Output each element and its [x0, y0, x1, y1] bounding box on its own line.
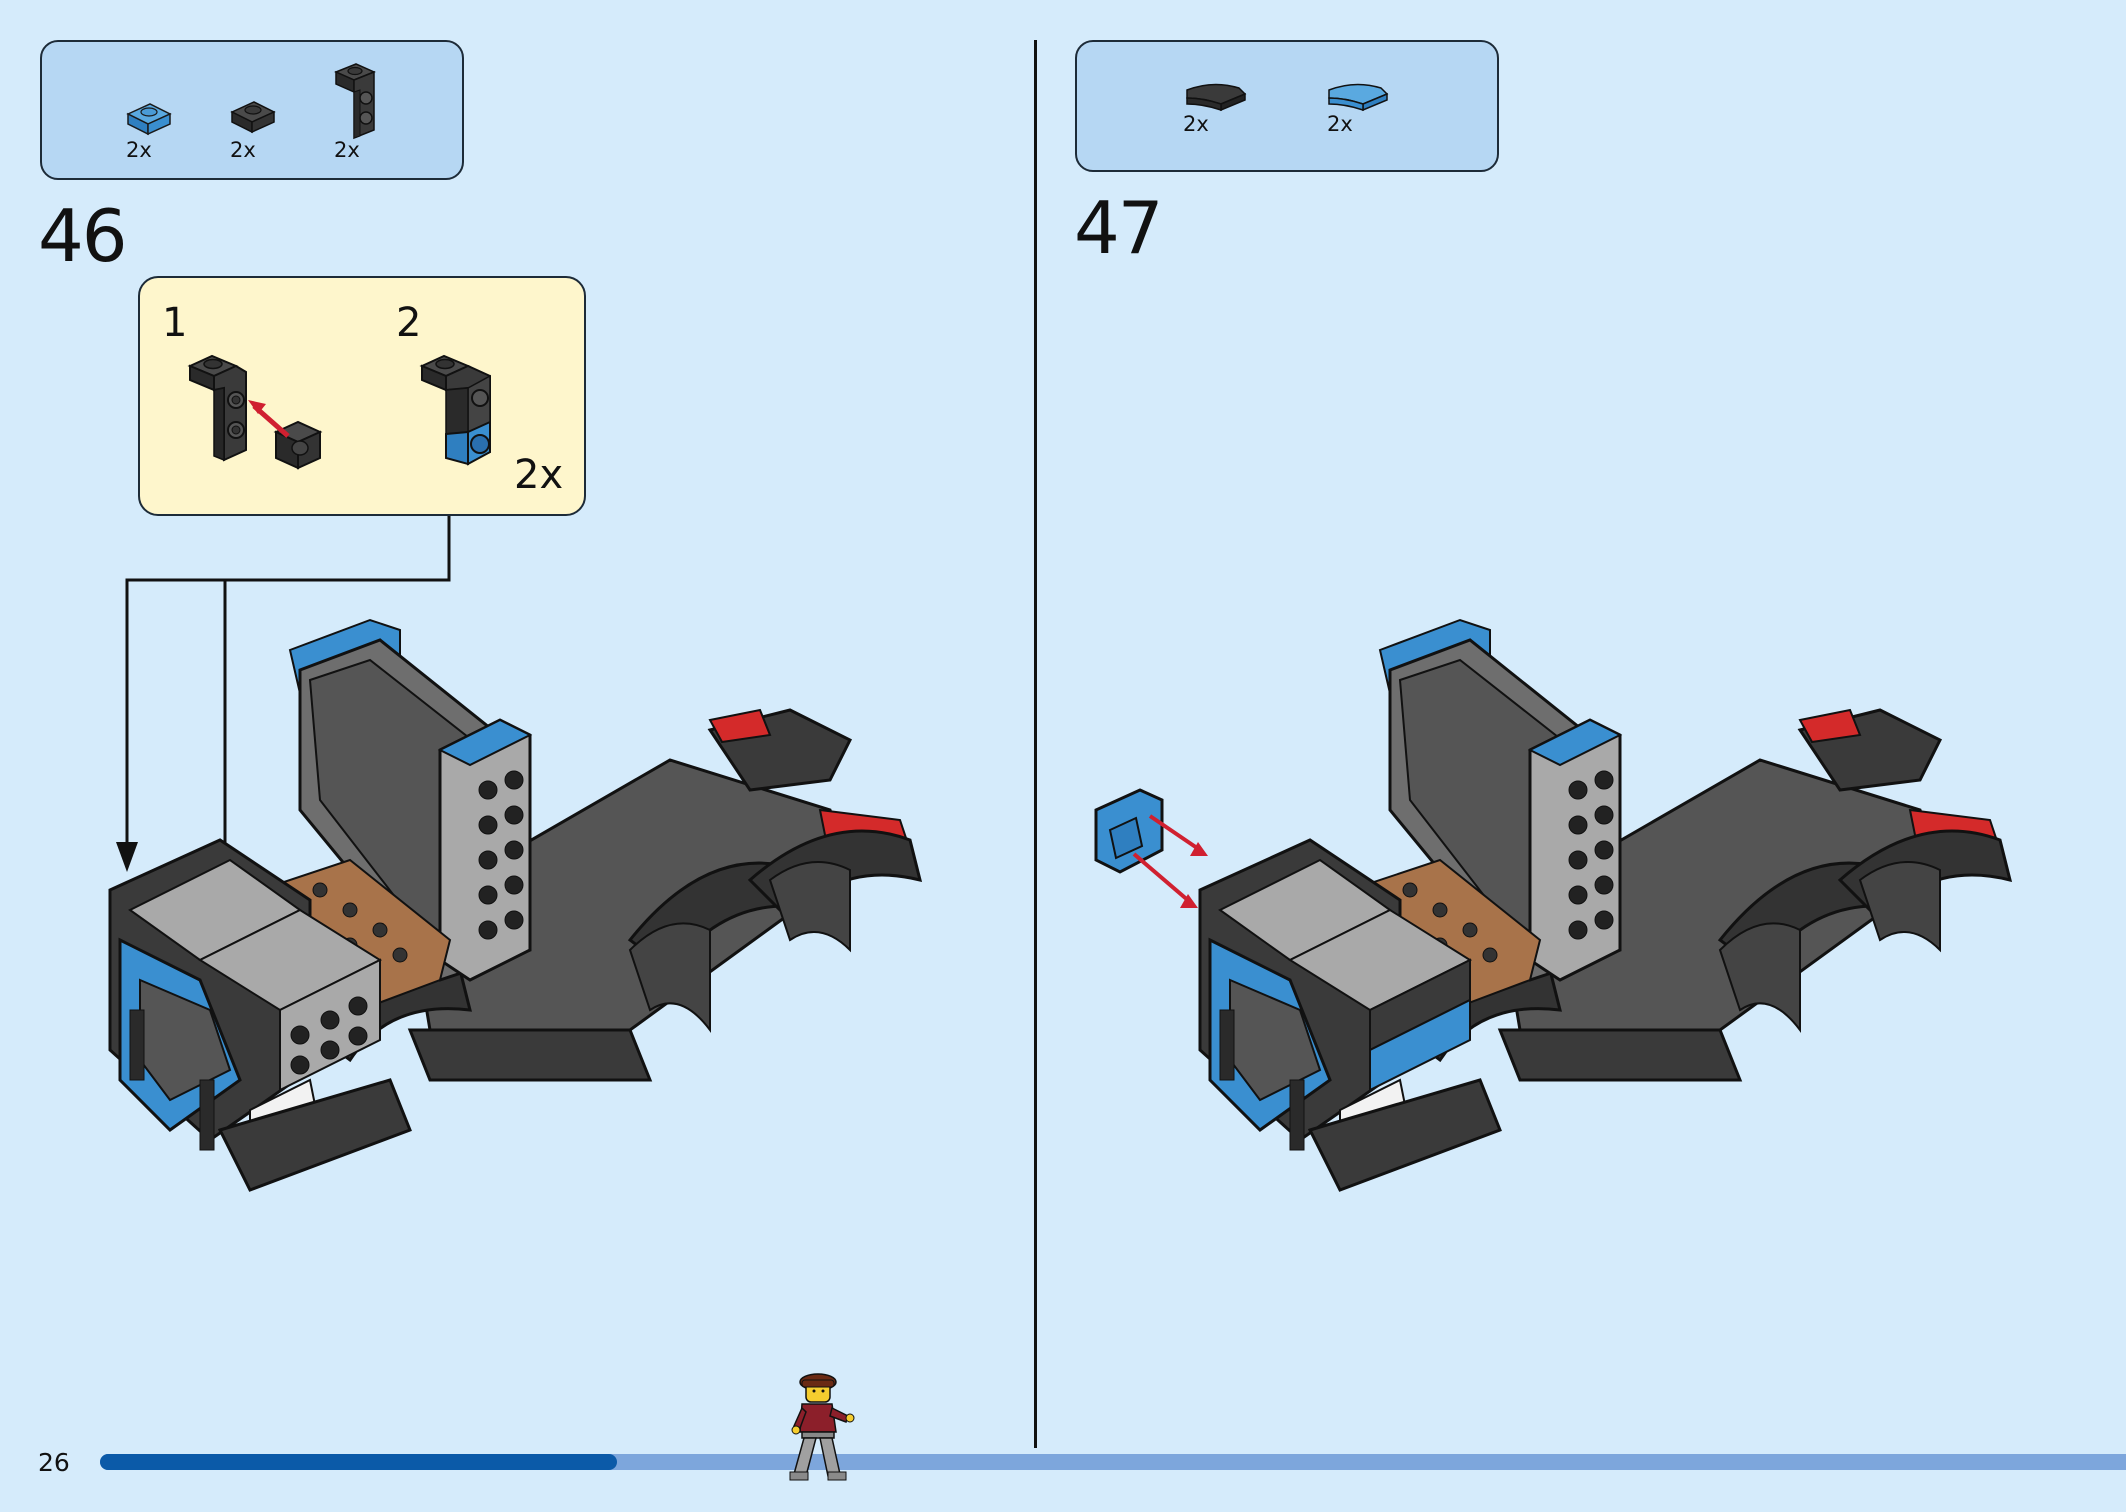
part-qty: 2x — [1183, 112, 1209, 136]
sub-step1-bracket-illustration — [187, 354, 323, 470]
sub-assembly-multiplier: 2x — [514, 452, 564, 498]
progress-bar — [100, 1454, 2126, 1470]
black-bracket-icon — [334, 63, 376, 140]
step46-model-illustration — [108, 618, 923, 1192]
part-qty: 2x — [230, 138, 256, 162]
step46-parts-box: 2x 2x 2x — [40, 40, 464, 180]
part-qty: 2x — [334, 138, 360, 162]
page-number: 26 — [38, 1448, 70, 1477]
blue-curved-slope-icon — [1328, 83, 1389, 112]
black-plate-1x1-icon — [230, 101, 276, 134]
part-qty: 2x — [1327, 112, 1353, 136]
sub-step-number: 2 — [396, 300, 422, 346]
progress-bar-fill — [100, 1454, 617, 1470]
step47-parts-box: 2x 2x — [1075, 40, 1499, 172]
blue-plate-1x1-icon — [126, 103, 172, 136]
step-number: 46 — [38, 194, 128, 278]
step-divider — [1034, 40, 1037, 1448]
sub-step-number: 1 — [162, 300, 188, 346]
minifigure-icon — [789, 1373, 855, 1481]
part-qty: 2x — [126, 138, 152, 162]
black-curved-slope-icon — [1186, 83, 1247, 112]
sub-step2-bracket-illustration — [419, 354, 491, 466]
sub-assembly-box: 1 2 2x — [138, 276, 586, 516]
step-number: 47 — [1074, 186, 1164, 270]
step47-model-illustration — [1094, 618, 2013, 1192]
